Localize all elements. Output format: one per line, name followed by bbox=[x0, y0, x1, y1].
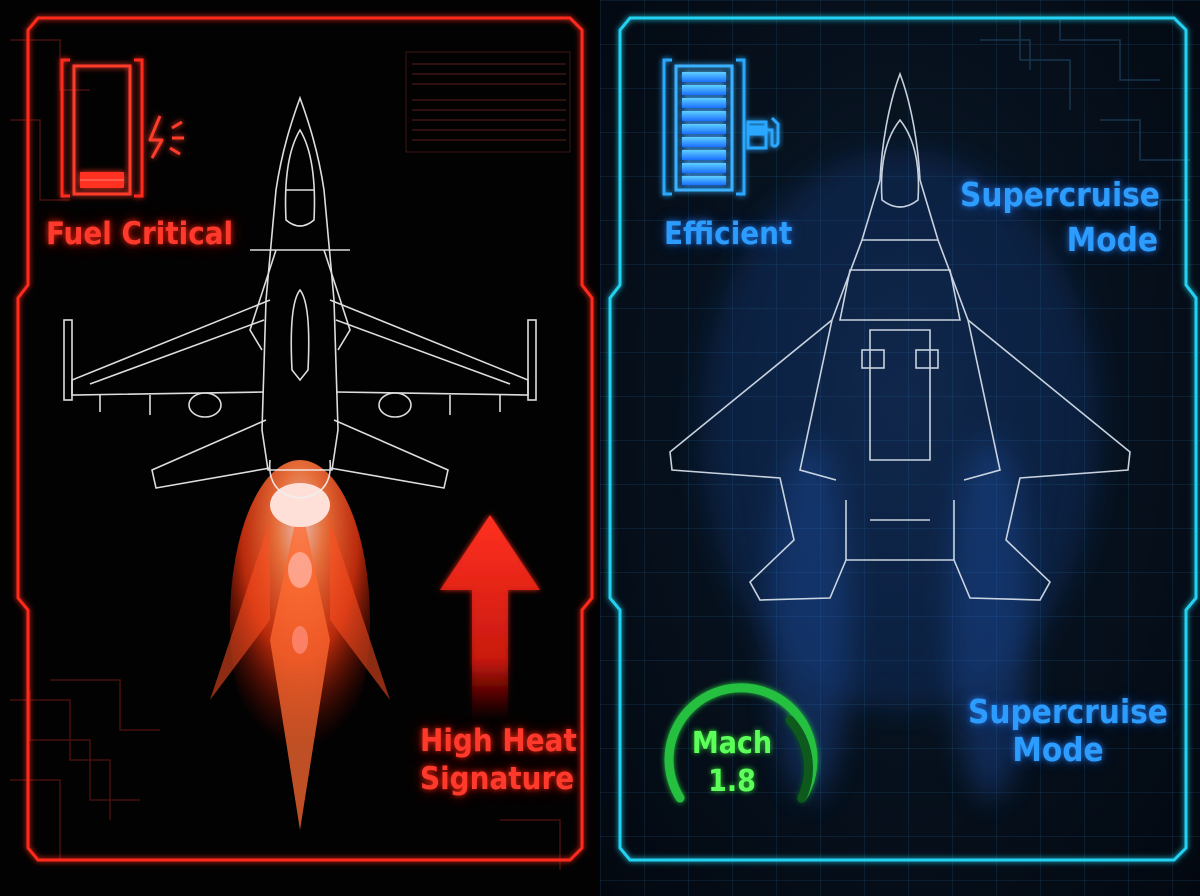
supercruise-bottom-line1: Supercruise bbox=[968, 692, 1168, 731]
heat-signature-line1: High Heat bbox=[420, 723, 577, 759]
mach-value: 1.8 bbox=[708, 764, 756, 799]
afterburner-flame-icon bbox=[210, 460, 390, 830]
mach-readout: Mach 1.8 bbox=[680, 725, 784, 801]
supercruise-top-line1: Supercruise bbox=[960, 175, 1160, 214]
left-frame bbox=[10, 16, 594, 870]
right-panel: Efficient Supercruise Mode Supercruise M… bbox=[600, 0, 1200, 896]
right-frame-border bbox=[608, 16, 1198, 862]
supercruise-mode-label-bottom: Supercruise Mode bbox=[968, 692, 1168, 769]
supercruise-top-line2: Mode bbox=[1066, 220, 1158, 259]
heat-signature-line2: Signature bbox=[420, 761, 575, 797]
stealth-jet-outline-icon bbox=[669, 71, 1131, 601]
up-arrow-icon bbox=[440, 515, 540, 720]
heat-signature-label: High Heat Signature bbox=[420, 722, 577, 798]
fuel-status-label: Fuel Critical bbox=[46, 216, 234, 252]
lightning-bolt-icon bbox=[148, 115, 184, 159]
jet-outline-icon bbox=[63, 95, 537, 499]
left-panel: Fuel Critical High Heat Signature bbox=[10, 16, 594, 870]
supercruise-mode-label-top: Supercruise Mode bbox=[960, 172, 1160, 262]
mach-label: Mach bbox=[691, 726, 773, 761]
fuel-gauge-icon bbox=[662, 58, 746, 196]
right-frame bbox=[608, 16, 1198, 862]
fuel-gauge-icon bbox=[60, 58, 144, 198]
left-frame-border bbox=[16, 16, 594, 862]
mach-gauge-icon bbox=[664, 683, 818, 803]
fuel-pump-icon bbox=[746, 116, 780, 150]
fuel-status-label: Efficient bbox=[664, 216, 793, 252]
supercruise-bottom-line2: Mode bbox=[1012, 730, 1104, 769]
